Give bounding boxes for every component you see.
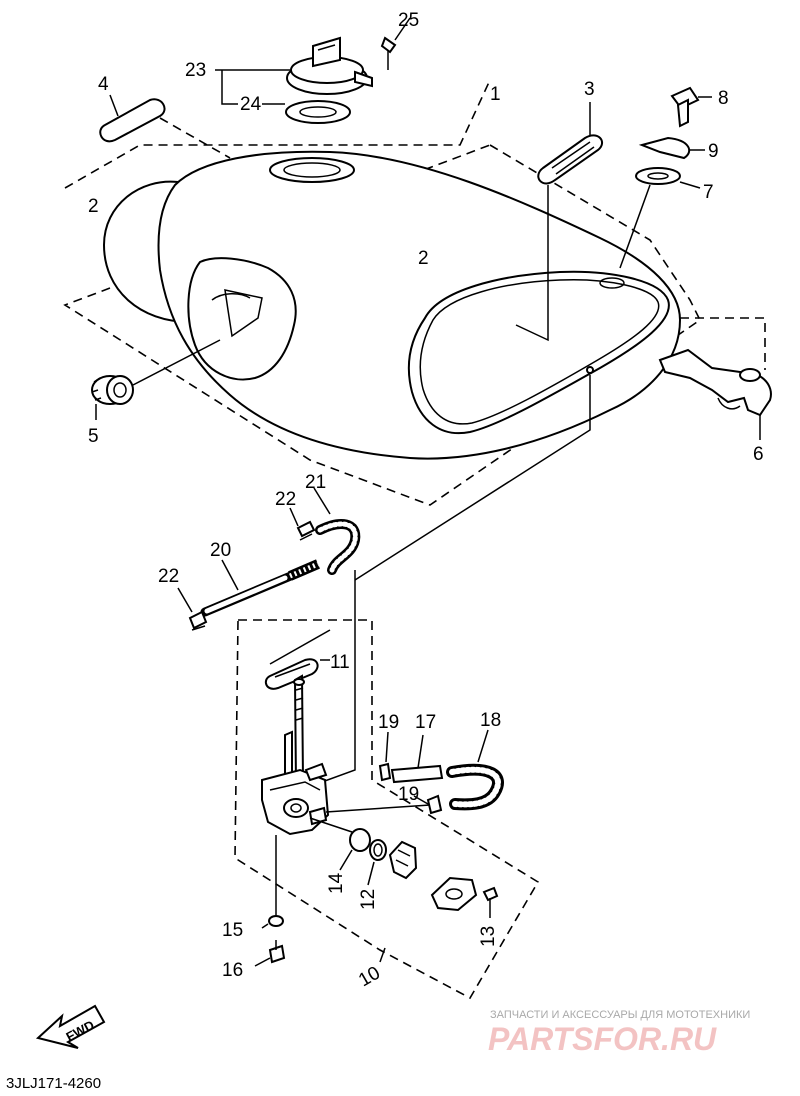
- leader-line: [313, 487, 331, 515]
- part-number-4: 4: [98, 74, 109, 95]
- lever-part: [388, 840, 418, 880]
- catalog-code: 3JLJ171-4260: [6, 1075, 101, 1092]
- fwd-arrow-icon: FWD: [35, 1004, 106, 1049]
- part-number-2-left: 2: [88, 196, 99, 217]
- leader-line: [109, 94, 119, 117]
- leader-line: [619, 184, 651, 269]
- tank-assembly-outline: [63, 79, 702, 506]
- leader-line: [254, 957, 271, 967]
- part-number-21: 21: [305, 472, 326, 493]
- part-number-19-lower: 19: [398, 784, 419, 805]
- cap-gasket-part: [285, 100, 351, 124]
- leader-line: [367, 861, 375, 886]
- screw-25-part: [380, 36, 397, 70]
- part-number-17: 17: [415, 712, 436, 733]
- hose-21-part: [315, 519, 361, 575]
- washer-15-part: [268, 915, 284, 927]
- plate-part: [99, 98, 166, 143]
- part-number-12: 12: [358, 889, 379, 910]
- clip-22-upper-part: [296, 520, 316, 541]
- leader-line: [159, 117, 231, 159]
- leader-line: [309, 817, 353, 833]
- bracket-part: [658, 348, 772, 417]
- part-number-9: 9: [708, 141, 719, 162]
- screw-16-part: [268, 940, 286, 964]
- leader-line: [394, 17, 411, 41]
- part-number-14: 14: [326, 872, 347, 894]
- part-number-25: 25: [398, 10, 419, 31]
- part-number-16: 16: [222, 960, 243, 981]
- part-number-1: 1: [490, 84, 501, 105]
- leader-line: [269, 629, 331, 665]
- hose-18-part: [446, 763, 504, 811]
- part-number-13: 13: [478, 926, 499, 947]
- hose-20-part: [200, 559, 320, 617]
- leader-line: [679, 181, 701, 189]
- leader-line: [417, 734, 424, 769]
- leader-line: [354, 375, 591, 581]
- part-number-19-upper: 19: [378, 712, 399, 733]
- part-number-7: 7: [703, 182, 714, 203]
- leader-line: [477, 729, 489, 763]
- watermark-brand: PARTSFOR.RU: [488, 1021, 717, 1057]
- grommet-part: [91, 375, 134, 405]
- part-number-24: 24: [240, 94, 262, 115]
- part-number-2-right: 2: [418, 248, 429, 269]
- part-number-22-upper: 22: [275, 489, 296, 510]
- leader-line: [132, 339, 221, 386]
- bolt-8-part: [670, 86, 700, 128]
- pipe-17-part: [390, 764, 444, 784]
- leader-line: [339, 849, 353, 871]
- clip-22-lower-part: [188, 610, 208, 631]
- clip-19-lower-part: [426, 794, 443, 815]
- oring-12-part: [369, 839, 387, 861]
- cover-plate-part: [430, 876, 478, 912]
- fuel-tank-part: [102, 150, 682, 460]
- part-number-20: 20: [210, 540, 231, 561]
- leader-line: [177, 587, 193, 613]
- fuel-cap-part: [286, 36, 373, 95]
- leader-line: [221, 559, 239, 591]
- clip-9-part: [638, 136, 691, 160]
- part-number-8: 8: [718, 88, 729, 109]
- packing-14-part: [349, 828, 371, 852]
- leader-line: [413, 795, 429, 805]
- clip-19-upper-part: [378, 762, 392, 782]
- part-number-5: 5: [88, 426, 99, 447]
- part-number-18: 18: [480, 710, 501, 731]
- part-number-10: 10: [355, 963, 384, 992]
- screw-13-part: [482, 886, 499, 918]
- petcock-assembly-outline: [234, 619, 540, 1000]
- leader-line: [325, 804, 431, 813]
- leader-line: [321, 570, 356, 783]
- emblem-part: [537, 134, 604, 185]
- leader-line: [385, 731, 389, 763]
- part-number-11: 11: [330, 652, 350, 673]
- watermark-subtitle: ЗАПЧАСТИ И АКСЕССУАРЫ ДЛЯ МОТОТЕХНИКИ: [490, 1009, 750, 1021]
- washer-7-part: [635, 167, 681, 185]
- strainer-11-part: [264, 658, 319, 690]
- leader-line: [289, 507, 299, 527]
- part-number-22-lower: 22: [158, 566, 179, 587]
- leader-line: [515, 185, 549, 342]
- part-number-6: 6: [753, 444, 764, 465]
- leader-line: [261, 923, 269, 929]
- part-number-3: 3: [584, 79, 595, 100]
- leader-bracket: [215, 69, 290, 105]
- part-number-23: 23: [185, 60, 206, 81]
- petcock-body-part: [261, 674, 330, 836]
- leader-line: [379, 947, 386, 963]
- part-number-15: 15: [222, 920, 243, 941]
